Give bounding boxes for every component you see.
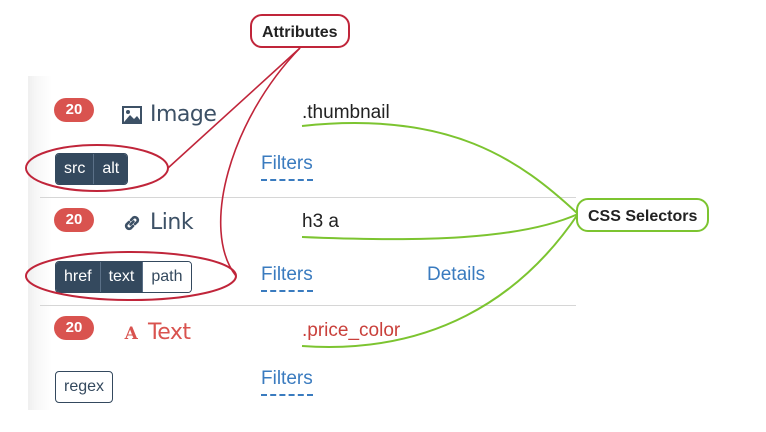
text-icon: A xyxy=(122,324,140,342)
image-icon xyxy=(122,105,142,124)
svg-text:A: A xyxy=(124,324,139,342)
type-label-text: A Text xyxy=(122,320,191,345)
css-selector-text[interactable]: .price_color xyxy=(302,320,401,341)
type-name: Image xyxy=(150,102,217,127)
type-name: Link xyxy=(150,210,194,235)
attribute-chip-href[interactable]: href xyxy=(56,262,100,292)
type-label-link: Link xyxy=(122,210,194,235)
attribute-chip-alt[interactable]: alt xyxy=(93,154,128,184)
row-divider xyxy=(40,305,576,306)
details-link[interactable]: Details xyxy=(427,264,486,285)
type-label-image: Image xyxy=(122,102,217,127)
attribute-chips-image: src alt xyxy=(55,153,129,185)
type-name: Text xyxy=(148,320,191,345)
regex-chip[interactable]: regex xyxy=(55,371,114,403)
count-badge-image: 20 xyxy=(54,98,94,122)
filters-link-text[interactable]: Filters xyxy=(261,368,313,396)
attribute-chip-src[interactable]: src xyxy=(56,154,94,184)
css-selector-link[interactable]: h3 a xyxy=(302,211,339,232)
attribute-chip-path[interactable]: path xyxy=(142,262,191,292)
attributes-callout: Attributes xyxy=(250,14,350,48)
extractor-panel xyxy=(28,76,576,410)
css-selectors-callout: CSS Selectors xyxy=(576,198,710,232)
link-icon xyxy=(122,213,142,233)
count-badge-link: 20 xyxy=(54,208,94,232)
count-badge-text: 20 xyxy=(54,316,94,340)
css-selector-image[interactable]: .thumbnail xyxy=(302,102,390,123)
attribute-chips-link: href text path xyxy=(55,261,192,293)
attribute-chip-text[interactable]: text xyxy=(99,262,143,292)
row-divider xyxy=(40,197,576,198)
filters-link-image[interactable]: Filters xyxy=(261,153,313,181)
filters-link-link[interactable]: Filters xyxy=(261,264,313,292)
